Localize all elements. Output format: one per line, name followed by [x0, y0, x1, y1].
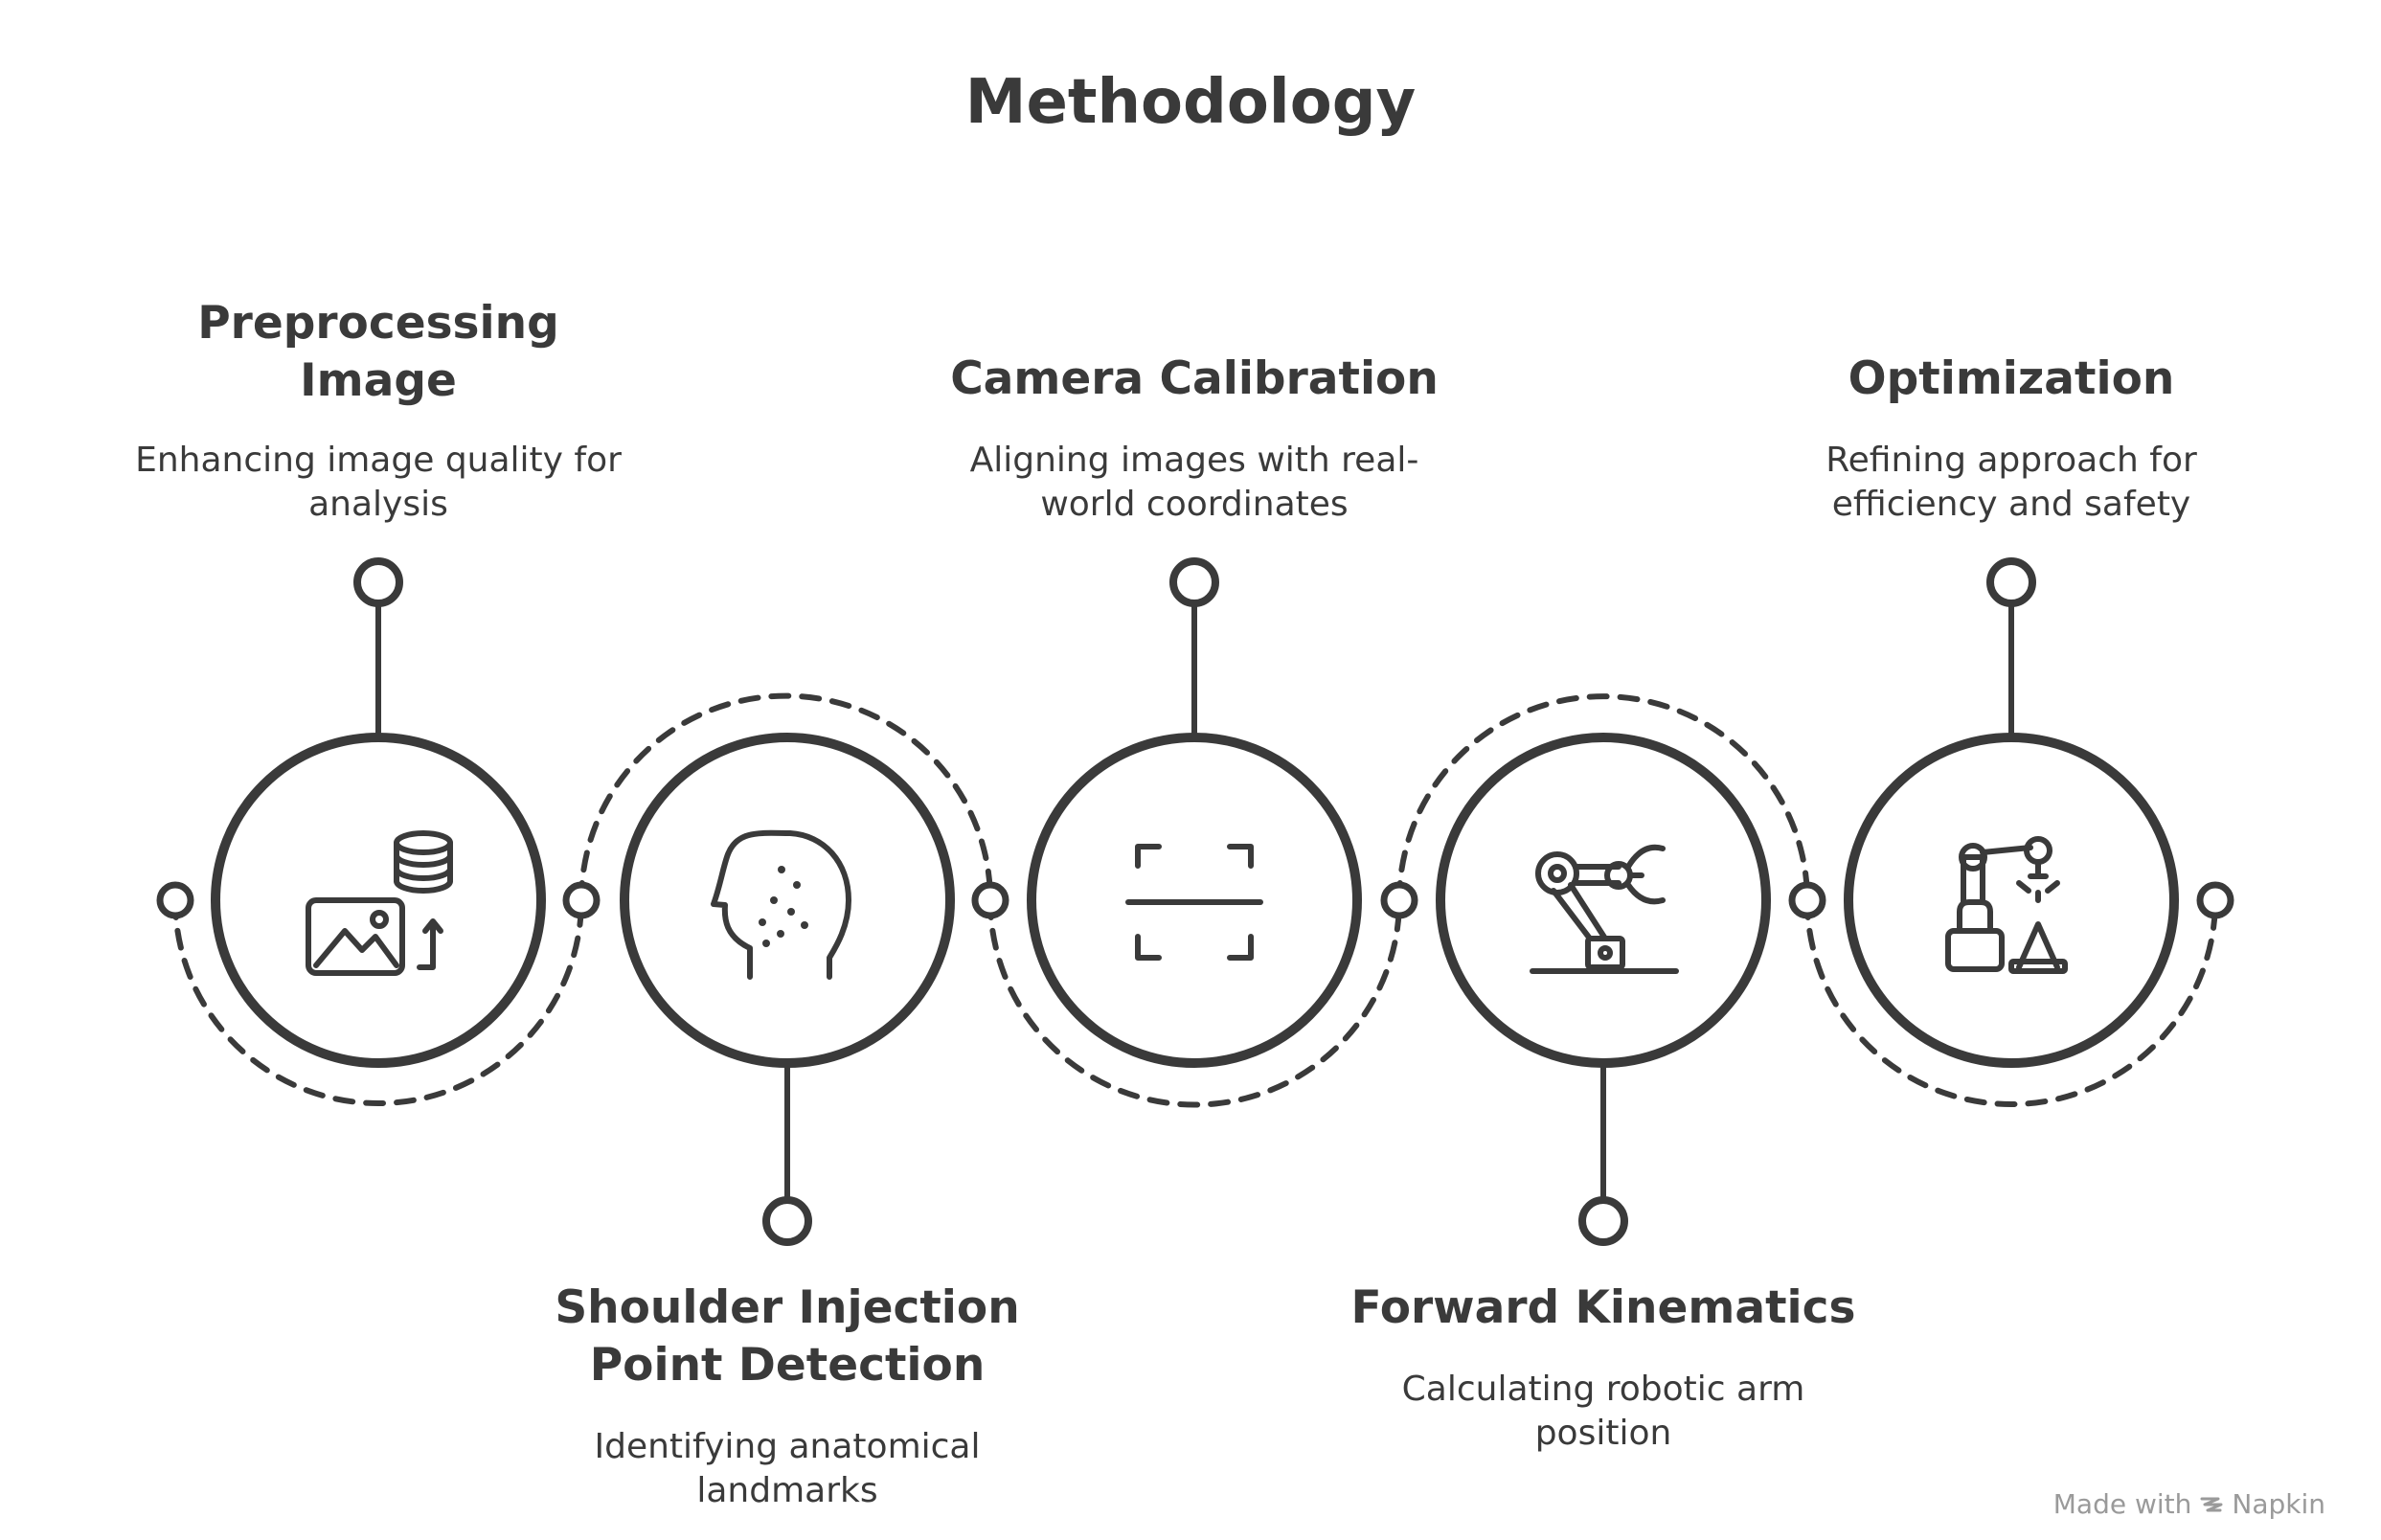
step-desc-line: efficiency and safety: [1831, 485, 2191, 524]
stem-dot: [1169, 557, 1219, 607]
step-circle-5: [1844, 733, 2179, 1068]
robot-optimization-icon: [1945, 836, 2068, 974]
step-title-line: Forward Kinematics: [1350, 1281, 1856, 1334]
stem-dot: [1578, 1196, 1628, 1246]
connector-dot: [1380, 881, 1418, 919]
step-circle-2: [620, 733, 955, 1068]
step-circle-4: [1436, 733, 1771, 1068]
step-1-title: Preprocessing Image: [91, 295, 666, 410]
step-title-line: Camera Calibration: [950, 352, 1439, 405]
step-desc-line: analysis: [308, 485, 448, 524]
step-3-title: Camera Calibration: [878, 351, 1510, 408]
step-3-description: Aligning images with real- world coordin…: [878, 439, 1510, 527]
step-4-title: Forward Kinematics: [1287, 1280, 1919, 1337]
step-title-line: Preprocessing: [197, 297, 559, 350]
head-profile-icon: [711, 829, 851, 980]
connector-dot: [2196, 881, 2234, 919]
dashed-arc-1: [172, 897, 584, 1106]
step-title-line: Point Detection: [589, 1339, 986, 1392]
step-desc-line: Identifying anatomical: [594, 1427, 981, 1466]
step-5-description: Refining approach for efficiency and saf…: [1724, 439, 2299, 527]
step-2-description: Identifying anatomical landmarks: [490, 1425, 1084, 1513]
step-4-description: Calculating robotic arm position: [1287, 1368, 1919, 1456]
step-desc-line: Aligning images with real-: [969, 441, 1419, 480]
made-with-napkin-badge[interactable]: Made with Napkin: [2053, 1488, 2325, 1520]
image-database-icon: [306, 830, 453, 976]
diagram-title: Methodology: [964, 67, 1417, 138]
napkin-brand-label: Napkin: [2232, 1488, 2325, 1520]
step-title-line: Optimization: [1848, 352, 2175, 405]
step-2-title: Shoulder Injection Point Detection: [490, 1280, 1084, 1394]
step-5-title: Optimization: [1724, 351, 2299, 408]
dashed-arc-5: [1804, 897, 2218, 1107]
stem-dot: [762, 1196, 812, 1246]
dashed-arc-4: [1396, 693, 1810, 903]
step-desc-line: Enhancing image quality for: [135, 441, 622, 480]
connector-dot: [156, 881, 194, 919]
connector-dot: [1788, 881, 1826, 919]
step-title-line: Image: [300, 354, 457, 407]
step-desc-line: Calculating robotic arm: [1401, 1370, 1805, 1409]
step-desc-line: Refining approach for: [1825, 441, 2197, 480]
step-desc-line: world coordinates: [1040, 485, 1349, 524]
stem-dot: [1986, 557, 2036, 607]
connector-dot: [971, 881, 1009, 919]
step-title-line: Shoulder Injection: [555, 1281, 1020, 1334]
connector-dot: [562, 881, 601, 919]
dashed-arc-3: [987, 897, 1402, 1108]
made-with-label: Made with: [2052, 1488, 2192, 1520]
scan-frame-icon: [1125, 844, 1263, 961]
napkin-logo-icon: [2199, 1492, 2224, 1517]
robotic-arm-icon: [1530, 844, 1679, 974]
step-desc-line: position: [1534, 1414, 1672, 1453]
dashed-arc-2: [578, 692, 993, 903]
step-desc-line: landmarks: [696, 1471, 878, 1510]
stem-dot: [353, 557, 403, 607]
step-1-description: Enhancing image quality for analysis: [91, 439, 666, 527]
